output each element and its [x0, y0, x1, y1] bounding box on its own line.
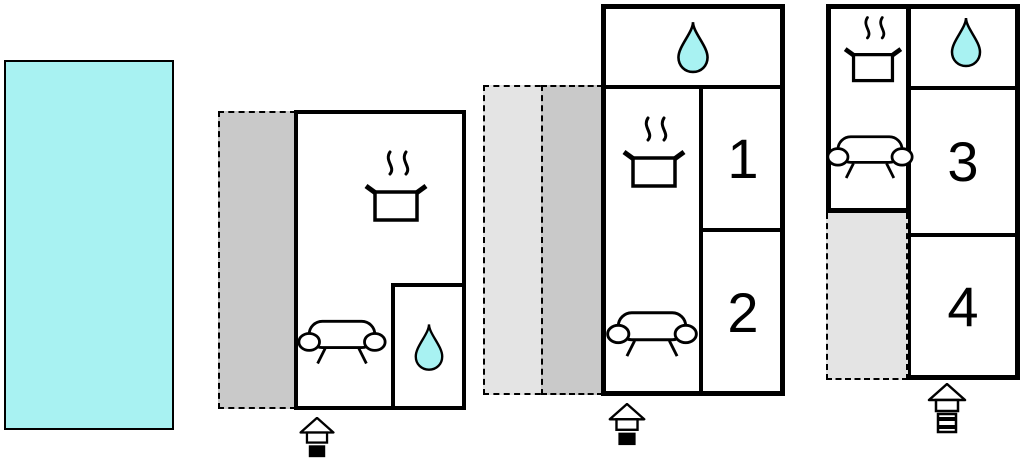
- sofa-icon: [605, 306, 699, 360]
- room-4-label: 4: [947, 274, 979, 338]
- wall: [906, 86, 1020, 90]
- sofa-icon-svg: [606, 311, 698, 357]
- wall: [906, 233, 1020, 237]
- wall: [601, 85, 785, 89]
- water-drop-icon-svg: [950, 17, 982, 68]
- room-2-label: 2: [727, 280, 759, 344]
- wall: [826, 4, 1020, 9]
- entrance-icon-svg: [608, 403, 646, 446]
- wall: [826, 208, 911, 213]
- water-drop-icon-svg: [414, 323, 443, 371]
- room-1-label: 1: [727, 127, 759, 190]
- sofa-icon: [826, 130, 914, 182]
- terrace-b-inner: [541, 85, 603, 395]
- bathroom-a: [391, 283, 466, 410]
- terrace-c: [826, 213, 908, 380]
- stove-icon: [358, 146, 434, 228]
- entrance-icon-svg: [927, 383, 967, 434]
- water-drop-icon: [412, 322, 446, 372]
- entrance-icon: [297, 417, 337, 458]
- entrance-icon: [927, 383, 967, 435]
- water-drop-icon: [948, 16, 984, 68]
- terrace-a: [218, 111, 296, 409]
- wall: [906, 4, 911, 380]
- wall: [826, 4, 831, 213]
- water-drop-icon-svg: [677, 21, 709, 74]
- stove-icon: [838, 12, 908, 88]
- stove-icon-svg: [364, 150, 428, 222]
- building-a: [294, 110, 466, 410]
- entrance-icon: [607, 403, 647, 447]
- entrance-icon-svg: [299, 417, 335, 458]
- sofa-icon: [297, 314, 387, 368]
- stove-icon: [616, 112, 692, 194]
- wall: [701, 228, 785, 232]
- stove-icon-svg: [622, 116, 686, 188]
- room-3-label: 3: [947, 130, 979, 193]
- wall: [699, 85, 703, 396]
- sofa-icon-svg: [297, 319, 387, 365]
- wall: [906, 375, 1020, 380]
- swimming-pool: [4, 60, 174, 430]
- water-drop-icon: [674, 20, 712, 74]
- wall: [1015, 4, 1020, 380]
- stove-icon-svg: [843, 16, 903, 83]
- sofa-icon-svg: [826, 135, 914, 179]
